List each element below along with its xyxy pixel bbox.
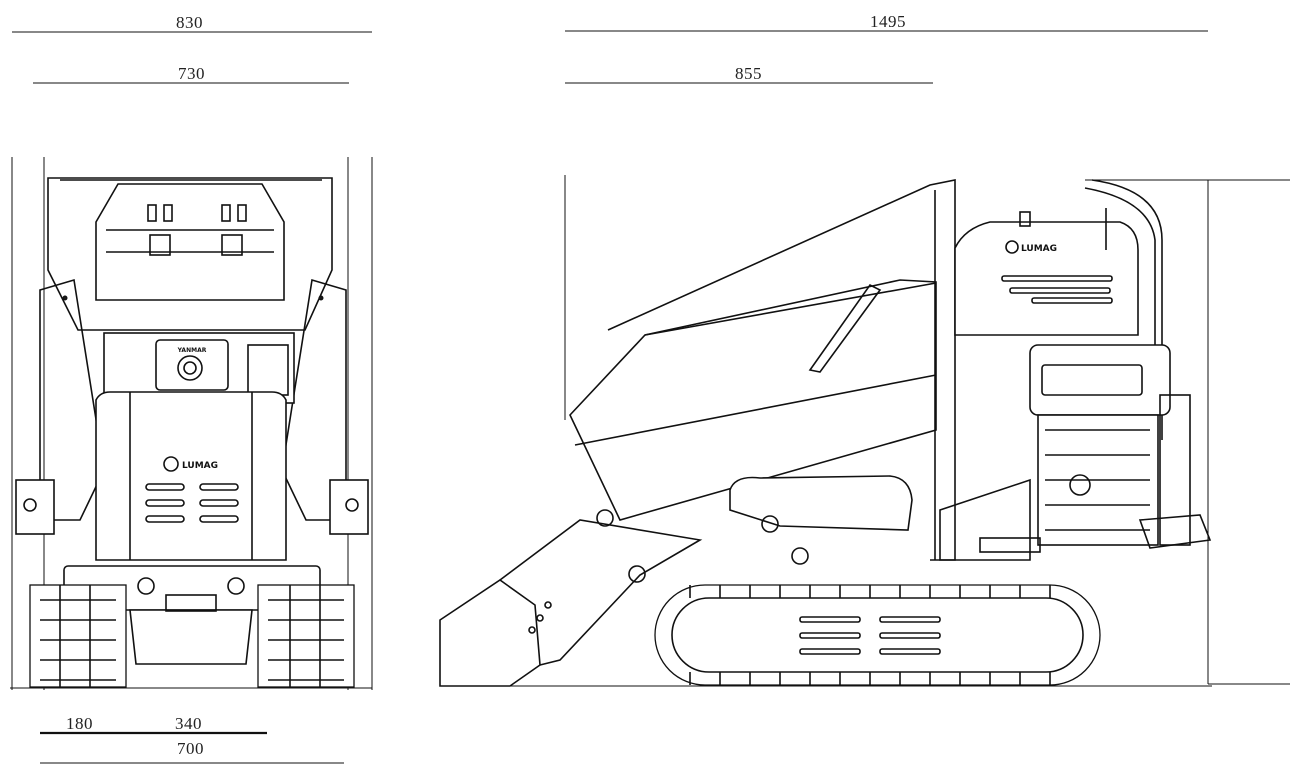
side-lumag-logo: LUMAG	[1021, 244, 1057, 254]
dim-front-track-gap: 340	[175, 714, 202, 733]
side-vent-slots	[1001, 275, 1113, 304]
dim-side-overall-length: 1495	[870, 12, 906, 31]
dim-front-overall-width: 830	[176, 13, 203, 32]
yanmar-badge: YANMAR	[177, 347, 207, 354]
dimension-lines	[12, 30, 1290, 764]
front-vent-slots	[145, 483, 239, 523]
dim-front-track-width: 180	[66, 714, 93, 733]
dim-front-upper-width: 730	[178, 64, 205, 83]
side-view-drawing: LUMAG	[439, 175, 1212, 687]
front-view-drawing: YANMAR LUMAG	[10, 157, 373, 690]
dim-front-base-width: 700	[177, 739, 204, 758]
front-lumag-logo: LUMAG	[182, 461, 218, 471]
track-vent-slots	[799, 616, 941, 655]
dim-side-front-section: 855	[735, 64, 762, 83]
